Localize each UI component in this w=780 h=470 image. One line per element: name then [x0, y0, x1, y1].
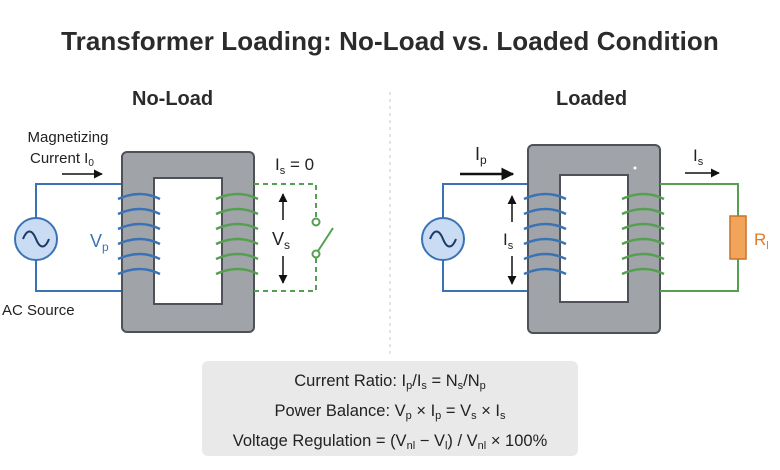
no-load-secondary-top-wire [254, 183, 317, 220]
ac-source-label: AC Source [2, 302, 75, 319]
ac-source-icon [14, 217, 58, 261]
no-load-primary-bottom-wire [35, 259, 124, 292]
no-load-primary-top-wire [35, 183, 124, 219]
secondary-coil-icon [215, 192, 259, 276]
no-load-heading: No-Load [132, 88, 214, 110]
vp-label: Vp [90, 231, 109, 254]
loaded-primary-bottom-wire [442, 259, 530, 292]
formula-box: Current Ratio: Ip/Is = Ns/Np Power Balan… [202, 361, 578, 456]
loaded-primary-top-wire [442, 183, 530, 219]
voltage-regulation-formula: Voltage Regulation = (Vnl − Vl) / Vnl × … [232, 432, 548, 452]
no-load-circuit: Magnetizing Current I0 Vp Is = 0 Vs AC S… [2, 129, 334, 333]
transformer-core-icon [121, 151, 255, 333]
transformer-core-icon [527, 144, 661, 334]
is-zero-label: Is = 0 [275, 155, 314, 177]
diagram-title: Transformer Loading: No-Load vs. Loaded … [61, 26, 719, 56]
loaded-heading: Loaded [556, 88, 628, 110]
magnetizing-label-line2: Current I0 [30, 150, 94, 169]
power-balance-formula: Power Balance: Vp × Ip = Vs × Is [274, 402, 506, 422]
is-left-label: Is [503, 230, 514, 252]
loaded-circuit: Ip Is Is Rl [421, 144, 769, 334]
rl-label: Rl [754, 230, 769, 252]
ac-source-icon [421, 217, 465, 261]
loaded-secondary-top-wire [660, 183, 739, 216]
ip-label: Ip [475, 144, 487, 167]
secondary-coil-icon [621, 192, 665, 276]
magnetizing-label-line1: Magnetizing [28, 129, 109, 146]
no-load-secondary-bottom-wire [254, 256, 317, 292]
primary-coil-icon [523, 192, 567, 276]
is-label: Is [693, 146, 704, 168]
vs-label: Vs [272, 229, 290, 252]
loaded-secondary-bottom-wire [660, 259, 739, 292]
current-ratio-formula: Current Ratio: Ip/Is = Ns/Np [294, 372, 486, 392]
open-switch-icon [311, 217, 334, 259]
primary-coil-icon [117, 192, 161, 276]
load-resistor-icon [729, 215, 747, 260]
